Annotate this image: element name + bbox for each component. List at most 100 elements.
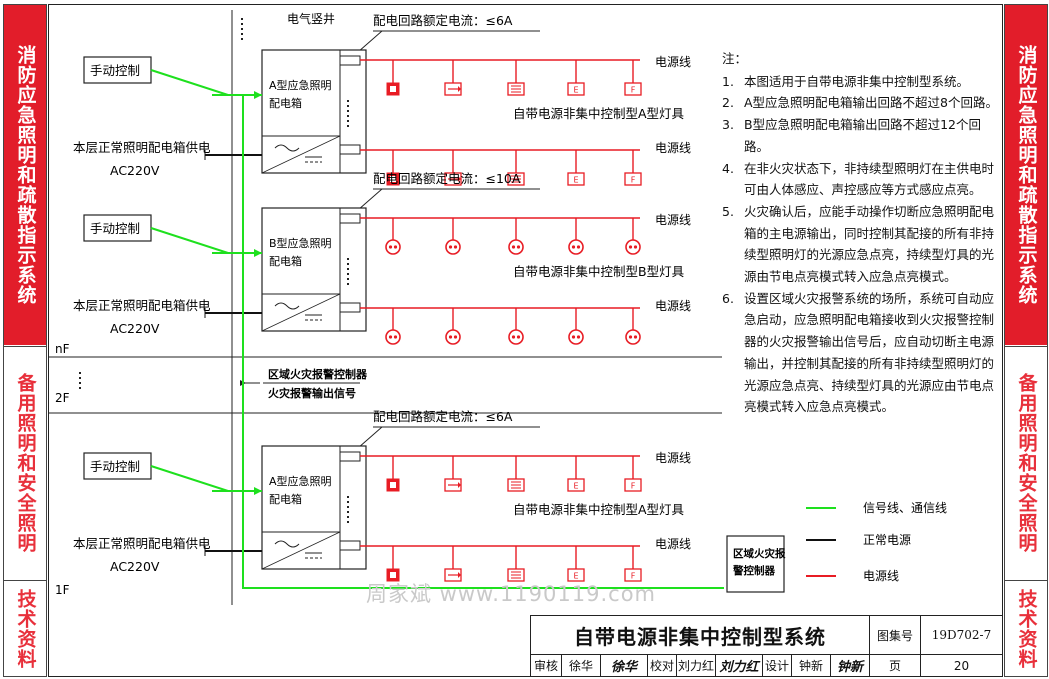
lamp-icon [568, 239, 584, 255]
note-number: 2. [722, 95, 734, 111]
notes: 注： 1.本图适用于自带电源非集中控制型系统。2.A型应急照明配电箱输出回路不超… [722, 48, 1002, 418]
power-line-label: 电源线 [655, 55, 691, 69]
lamp-icon: F [624, 82, 642, 96]
legend-signal: 信号线、通信线 [863, 501, 947, 515]
manual-control-box [83, 452, 152, 480]
lamp-icon: F [624, 478, 642, 492]
fire-signal-label: 火灾报警输出信号 [268, 386, 356, 400]
power-line-label: 电源线 [655, 213, 691, 227]
lamp-icon: E [567, 172, 585, 186]
sidebar-tab-emergency[interactable]: 消防应急照明和疏散指示系统 [4, 5, 46, 345]
sidebar-tab-backup-right[interactable]: 备用照明和安全照明 [1015, 373, 1038, 553]
shaft-label: 电气竖井 [287, 11, 335, 26]
fire-panel-line2: 警控制器 [732, 564, 775, 577]
note-number: 4. [722, 160, 734, 176]
drawing-title: 自带电源非集中控制型系统 [531, 616, 870, 654]
power-line-label: 电源线 [655, 299, 691, 313]
lamp-icon [385, 329, 401, 345]
note-number: 3. [722, 117, 734, 133]
svg-text:E: E [573, 482, 578, 491]
rated-current-label: 配电回路额定电流：≤10A [373, 171, 521, 186]
lamp-icon: E [567, 568, 585, 582]
floor-nf: nF [55, 342, 70, 356]
distribution-box [261, 207, 367, 332]
manual-control-label: 手动控制 [90, 459, 140, 474]
note-text: 本图适用于自带电源非集中控制型系统。 [744, 73, 970, 89]
note-text: A型应急照明配电箱输出回路不超过8个回路。 [744, 95, 999, 111]
lamp-icon [386, 478, 400, 492]
svg-text:F: F [631, 572, 636, 581]
note-text: B型应急照明配电箱输出回路不超过12个回路。 [744, 117, 981, 154]
lamp-icon [385, 239, 401, 255]
note-number: 5. [722, 203, 734, 219]
note-item: 2. A型应急照明配电箱输出回路不超过8个回路。 [722, 92, 1002, 114]
fire-controller-label: 区域火灾报警控制器 [268, 367, 368, 381]
rated-current-label: 配电回路额定电流：≤6A [373, 409, 513, 424]
svg-text:F: F [631, 86, 636, 95]
checker-signature: 刘力红 [716, 655, 763, 676]
sidebar-tab-tech[interactable]: 技术资料 [14, 588, 37, 669]
note-item: 1. 本图适用于自带电源非集中控制型系统。 [722, 71, 1002, 93]
sidebar-tab-emergency-right[interactable]: 消防应急照明和疏散指示系统 [1005, 5, 1047, 345]
lamp-icon [386, 172, 400, 186]
svg-text:E: E [573, 572, 578, 581]
distribution-box [261, 49, 367, 174]
box-label-2: 配电箱 [269, 492, 302, 506]
legend-normal: 正常电源 [863, 533, 911, 547]
manual-control-box [83, 214, 152, 242]
fixture-label: 自带电源非集中控制型A型灯具 [513, 502, 685, 517]
designer-signature: 钟新 [831, 655, 870, 676]
note-item: 4. 在非火灾状态下，非持续型照明灯在主供电时可由人体感应、声控感应等方式感应点亮… [722, 158, 1002, 201]
note-number: 1. [722, 73, 734, 89]
atlas-label: 图集号 [870, 616, 921, 654]
reviewer-signature: 徐华 [601, 655, 648, 676]
lamp-icon [445, 239, 461, 255]
lamp-icon: F [624, 568, 642, 582]
rated-current-label: 配电回路额定电流：≤6A [373, 13, 513, 28]
voltage-label: AC220V [110, 163, 160, 178]
supply-label: 本层正常照明配电箱供电 [73, 140, 211, 155]
box-label-1: B型应急照明 [269, 236, 332, 250]
box-label-1: A型应急照明 [269, 474, 332, 488]
lamp-icon: F [624, 172, 642, 186]
lamp-icon [445, 329, 461, 345]
supply-label: 本层正常照明配电箱供电 [73, 536, 211, 551]
note-text: 在非火灾状态下，非持续型照明灯在主供电时可由人体感应、声控感应等方式感应点亮。 [744, 160, 995, 198]
sidebar-tab-backup[interactable]: 备用照明和安全照明 [14, 373, 37, 553]
svg-text:E: E [573, 86, 578, 95]
fixture-label: 自带电源非集中控制型A型灯具 [513, 106, 685, 121]
review-label: 审核 [531, 655, 562, 676]
floor-2f: 2F [55, 391, 70, 405]
lamp-icon [507, 568, 525, 582]
note-text: 火灾确认后，应能手动操作切断应急照明配电箱的主电源输出，同时控制其配接的所有非持… [744, 203, 995, 285]
lamp-icon [444, 568, 462, 582]
manual-control-label: 手动控制 [90, 63, 140, 78]
note-text: 设置区域火灾报警系统的场所，系统可自动应急启动，应急照明配电箱接收到火灾报警控制… [744, 290, 995, 415]
lamp-icon [625, 239, 641, 255]
title-block: 自带电源非集中控制型系统 图集号 19D702-7 审核 徐华 徐华 校对 刘力… [530, 615, 1002, 676]
lamp-icon [444, 478, 462, 492]
supply-label: 本层正常照明配电箱供电 [73, 298, 211, 313]
left-sidebar: 消防应急照明和疏散指示系统 备用照明和安全照明 技术资料 [3, 4, 47, 677]
box-label-2: 配电箱 [269, 96, 302, 110]
lamp-icon [444, 172, 462, 186]
lamp-icon [507, 172, 525, 186]
sidebar-tab-tech-right[interactable]: 技术资料 [1015, 588, 1038, 669]
manual-control-label: 手动控制 [90, 221, 140, 236]
drawing-frame [48, 4, 1003, 677]
box-label-2: 配电箱 [269, 254, 302, 268]
page-label: 页 [870, 655, 921, 676]
legend-power: 电源线 [863, 569, 899, 583]
fire-panel-box [726, 535, 785, 593]
design-label: 设计 [763, 655, 792, 676]
lamp-icon [507, 82, 525, 96]
power-line-label: 电源线 [655, 141, 691, 155]
atlas-number: 19D702-7 [931, 628, 992, 642]
fixture-label: 自带电源非集中控制型B型灯具 [513, 264, 685, 279]
svg-text:E: E [573, 176, 578, 185]
lamp-icon [508, 239, 524, 255]
lamp-icon: E [567, 82, 585, 96]
lamp-icon [386, 82, 400, 96]
manual-control-box [83, 56, 152, 84]
